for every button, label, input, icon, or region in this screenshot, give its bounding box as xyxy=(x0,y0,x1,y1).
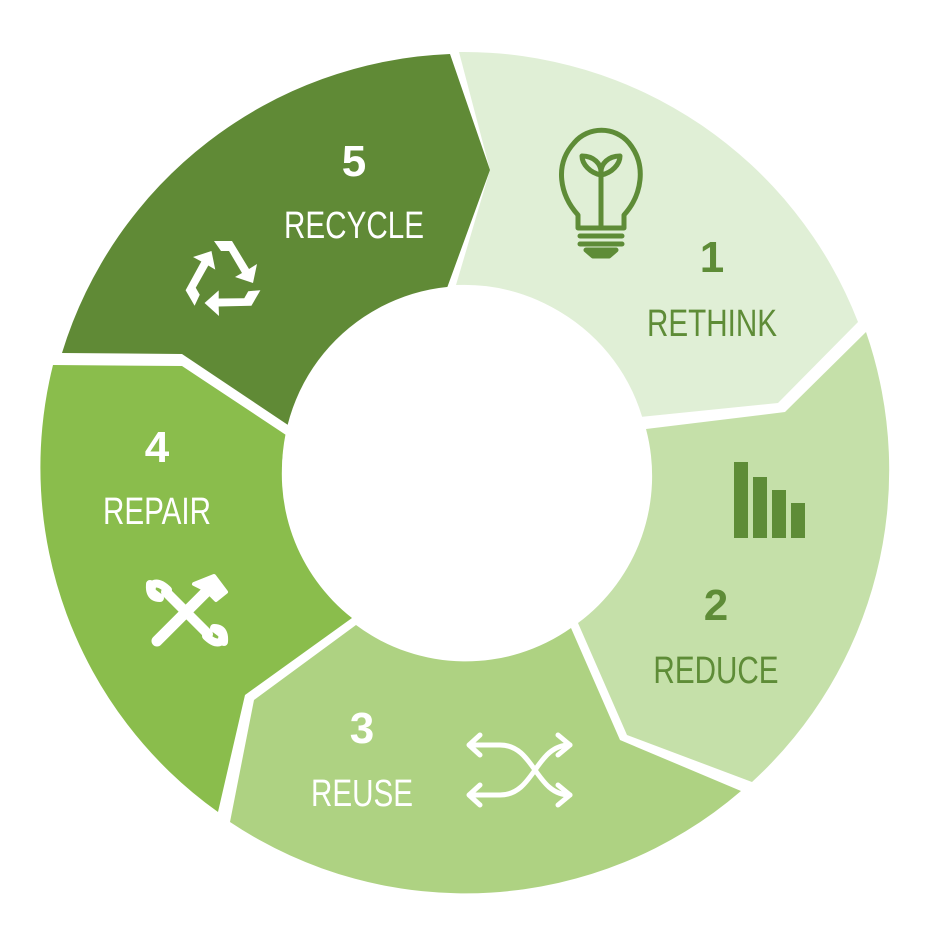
segment-3-number: 3 xyxy=(350,704,374,753)
segment-5: 5 RECYCLE xyxy=(62,54,490,425)
segment-5-shape xyxy=(62,54,490,425)
segment-2: 2 REDUCE xyxy=(578,332,890,782)
segment-4-shape xyxy=(40,365,353,812)
segment-3: 3 REUSE xyxy=(230,625,741,894)
segment-1-number: 1 xyxy=(700,233,724,282)
segment-3-shape xyxy=(230,625,741,894)
bar-chart-decreasing-icon xyxy=(734,462,805,538)
segment-1: 1 RETHINK xyxy=(456,51,858,417)
segment-2-shape xyxy=(578,332,890,782)
shuffle-arrows-icon xyxy=(466,732,573,808)
wrench-hammer-icon xyxy=(145,574,229,647)
segment-1-label: RETHINK xyxy=(647,303,777,345)
segment-4: 4 REPAIR xyxy=(40,365,353,812)
segment-5-label: RECYCLE xyxy=(284,205,424,247)
recycle-icon xyxy=(185,241,261,316)
segment-4-label: REPAIR xyxy=(103,491,211,533)
segment-2-number: 2 xyxy=(704,581,728,630)
lightbulb-icon xyxy=(559,127,643,259)
center-hole xyxy=(282,286,650,654)
segment-3-label: REUSE xyxy=(311,773,413,815)
segment-1-shape xyxy=(456,51,858,417)
segment-5-number: 5 xyxy=(342,137,366,186)
segment-2-label: REDUCE xyxy=(653,650,778,692)
segment-4-number: 4 xyxy=(145,423,170,472)
